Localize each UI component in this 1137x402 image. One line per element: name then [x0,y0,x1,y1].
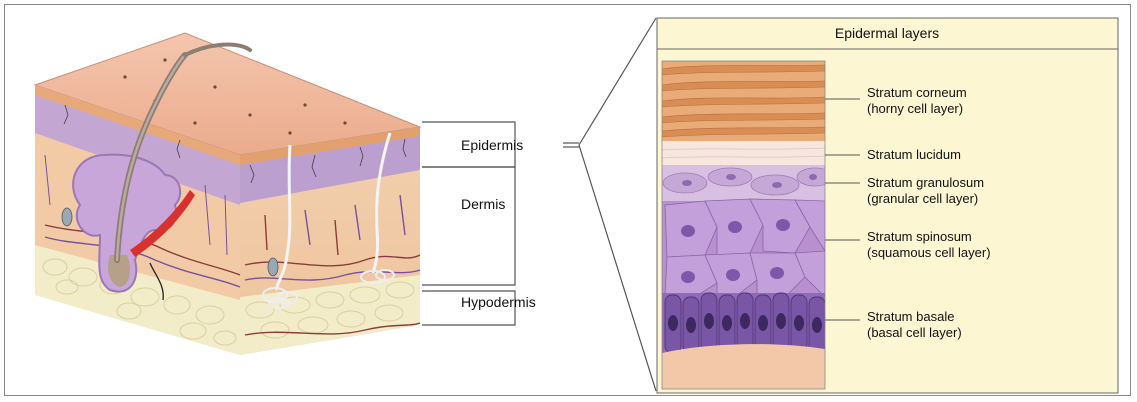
layer-name-spinosum: Stratum spinosum [867,229,972,244]
layer-name-corneum: Stratum corneum [867,85,967,100]
layer-note-granulosum: (granular cell layer) [867,191,978,206]
label-epidermis: Epidermis [461,137,523,153]
lucidum-layer [662,141,825,165]
skin-block [35,33,420,355]
skin-diagram: Epidermis Dermis Hypodermis Epidermal la… [5,5,1132,397]
epidermis-connector [563,18,656,391]
panel-title: Epidermal layers [835,25,939,41]
layer-note-basale: (basal cell layer) [867,325,962,340]
layer-note-corneum: (horny cell layer) [867,101,963,116]
layer-note-spinosum: (squamous cell layer) [867,245,991,260]
figure-frame: Epidermis Dermis Hypodermis Epidermal la… [4,4,1131,396]
layer-name-granulosum: Stratum granulosum [867,175,984,190]
layer-name-basale: Stratum basale [867,309,954,324]
label-dermis: Dermis [461,196,505,212]
epidermis-cross-section [662,61,833,389]
layer-name-lucidum: Stratum lucidum [867,147,961,162]
dermis-below [662,344,825,389]
label-hypodermis: Hypodermis [461,294,536,310]
epidermal-layers-panel: Epidermal layers [657,18,1118,393]
